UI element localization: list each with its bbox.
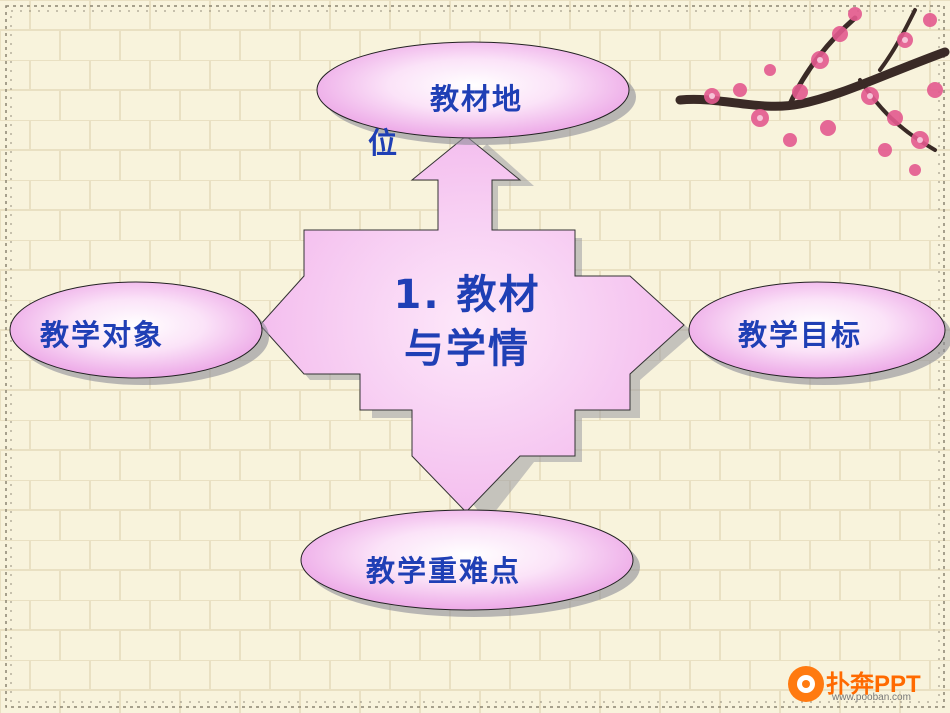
brand-logo-icon: [788, 666, 824, 702]
node-right-label: 教学目标: [738, 318, 863, 352]
node-top-label: 教材地: [430, 82, 524, 116]
center-label-line1: 1. 教材: [393, 272, 541, 318]
node-top-label-wrap: 位: [368, 126, 400, 160]
node-bottom-label: 教学重难点: [366, 554, 522, 588]
center-label: 1. 教材 与学情: [362, 268, 572, 376]
center-label-line2: 与学情: [404, 326, 530, 372]
watermark-brand: 扑奔PPT: [826, 671, 921, 698]
node-left-label: 教学对象: [40, 318, 165, 352]
node-bottom-ellipse: [300, 509, 634, 611]
plum-blossom-branch: [675, 7, 950, 176]
node-top-ellipse: [316, 41, 630, 139]
node-left-ellipse: [9, 281, 263, 379]
node-right-ellipse: [688, 281, 946, 379]
sketch-border: [5, 5, 945, 708]
cross-arrow: [259, 135, 685, 513]
watermark-url: www.pooban.com: [832, 692, 911, 703]
